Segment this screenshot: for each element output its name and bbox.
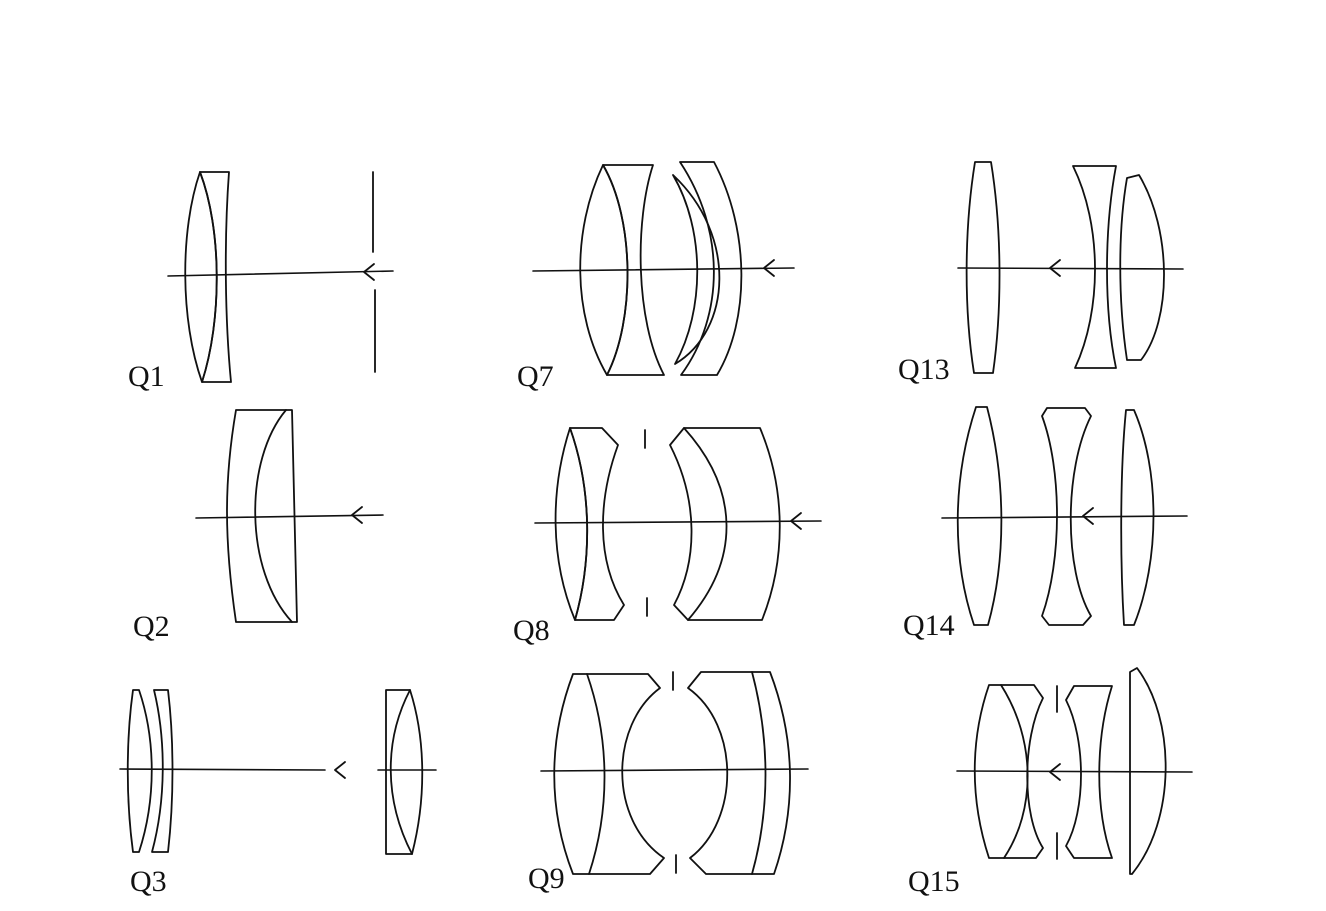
q3-element-1: [126, 689, 153, 853]
q15-rear-element: [1129, 667, 1167, 875]
q7-concave-element: [602, 164, 665, 376]
panel-label-q2: Q2: [133, 610, 170, 643]
q2-cemented-lens: [226, 409, 298, 623]
panel-label-q1: Q1: [128, 360, 165, 393]
q15-arrow-head: [1049, 763, 1061, 781]
lens-panel-q9: [540, 671, 809, 875]
q2-arrow-head: [351, 506, 363, 524]
q8-rear-cemented-group: [669, 427, 781, 621]
q7-optical-axis: [532, 267, 795, 272]
q14-arrow-head: [1082, 507, 1094, 525]
lens-panel-q8: [534, 427, 822, 621]
lens-panel-q1: [167, 171, 394, 383]
lens-panel-q7: [532, 161, 795, 376]
q3-optical-axis-left: [119, 768, 326, 771]
panel-label-q15: Q15: [908, 865, 960, 898]
lens-panel-q15: [956, 667, 1193, 875]
q8-second-element: [569, 427, 625, 621]
panel-label-q13: Q13: [898, 353, 950, 386]
q7-meniscus-element: [672, 174, 721, 365]
q1-optical-axis: [167, 270, 394, 277]
q15-concave-element: [1065, 685, 1113, 859]
panel-label-q3: Q3: [130, 865, 167, 898]
q8-arrow-head: [790, 512, 802, 530]
q9-rear-group: [687, 671, 791, 875]
q2-cement-surface: [254, 409, 293, 623]
q13-concave-element: [1072, 165, 1117, 369]
panel-label-q9: Q9: [528, 862, 565, 895]
q1-concave-element: [199, 171, 232, 383]
lens-panel-q14: [941, 406, 1188, 626]
q13-arrow-head: [1049, 259, 1061, 277]
q14-front-element: [956, 406, 1003, 626]
lens-panel-q13: [957, 161, 1184, 374]
lens-panel-q3: [119, 689, 437, 855]
q9-front-cement: [586, 673, 606, 875]
q13-rear-element: [1119, 174, 1165, 361]
q7-rear-element: [679, 161, 743, 376]
q15-front-cemented-group: [973, 684, 1044, 859]
q7-arrow-head: [763, 259, 775, 277]
panel-label-q14: Q14: [903, 609, 955, 642]
q15-front-cement: [1000, 684, 1029, 859]
q13-front-element: [965, 161, 1001, 374]
q3-element-2: [151, 689, 174, 853]
lens-panel-q2: [195, 409, 384, 623]
q3-rear-cement: [389, 689, 413, 855]
q1-biconvex-element: [184, 171, 218, 383]
q15-optical-axis: [956, 770, 1193, 773]
q14-optical-axis: [941, 515, 1188, 519]
panel-label-q7: Q7: [517, 360, 554, 393]
q9-front-group: [553, 673, 665, 875]
q14-rear-element: [1120, 409, 1155, 626]
q14-concave-element: [1041, 407, 1092, 626]
q8-rear-cement: [683, 427, 728, 621]
q9-optical-axis: [540, 768, 809, 772]
q1-arrow-head: [363, 263, 375, 281]
panel-label-q8: Q8: [513, 614, 550, 647]
q9-rear-cement: [751, 671, 767, 875]
q13-optical-axis: [957, 267, 1184, 270]
q3-arrow-head: [334, 761, 346, 779]
q8-optical-axis: [534, 520, 822, 524]
